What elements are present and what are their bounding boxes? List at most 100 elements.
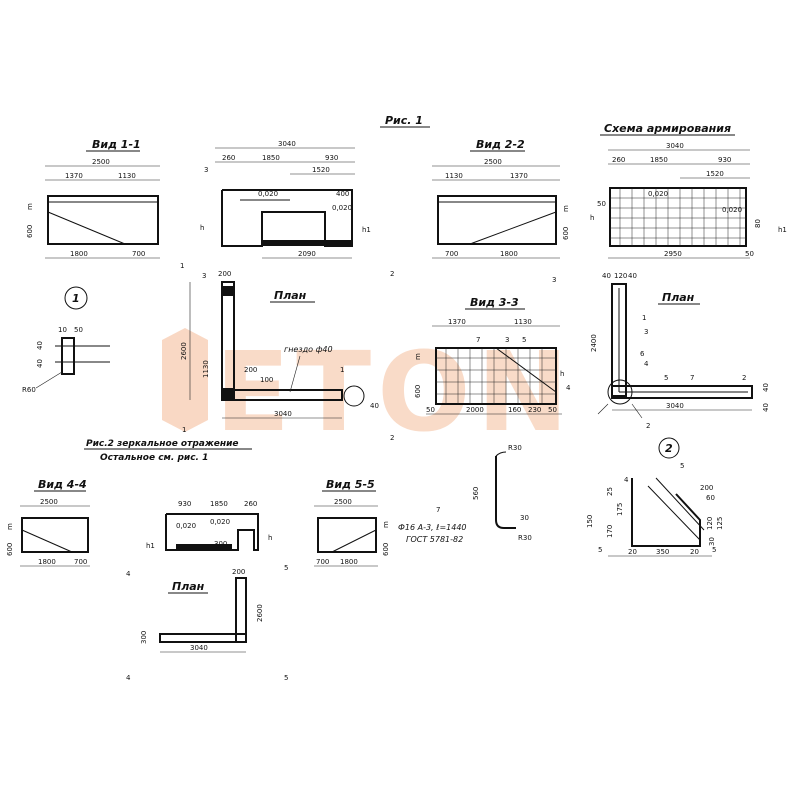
dim-200: 200: [218, 270, 231, 278]
watermark-text: ETON: [215, 328, 575, 456]
slope-2: 0,020: [332, 204, 352, 212]
mark-6: 6: [640, 350, 645, 358]
slope-1: 0,020: [258, 190, 278, 198]
mark-2b: 2: [646, 422, 650, 430]
view-4-4: Вид 4-4 2500 600 m 1800 700: [6, 478, 90, 567]
dim-m: m: [6, 523, 14, 530]
dim-40b: 40: [628, 272, 637, 280]
label-3: 3: [552, 276, 556, 284]
dim-2500: 2500: [484, 158, 502, 166]
view-2-2-title: Вид 2-2: [476, 138, 525, 151]
dim-40: 40: [370, 402, 379, 410]
dim-1800: 1800: [38, 558, 56, 566]
mark-7: 7: [690, 374, 694, 382]
dim-m: m: [26, 203, 34, 210]
dim-260: 260: [244, 500, 257, 508]
cut-5-top: 5: [284, 564, 288, 572]
view-4-4-title: Вид 4-4: [38, 478, 87, 491]
plan-1: План 200 3 2600 1130 200 100 гнездо ф40 …: [180, 262, 394, 442]
dim-40a: 40: [36, 341, 44, 350]
dim-20b: 20: [690, 548, 699, 556]
slope-1: 0,020: [176, 522, 196, 530]
dim-50: 50: [745, 250, 754, 258]
dim-3040: 3040: [190, 644, 208, 652]
dim-h1: h1: [778, 226, 787, 234]
dim-1800: 1800: [500, 250, 518, 258]
figure-2-note: Остальное см. рис. 1: [100, 453, 208, 463]
plan-arm-title: План: [662, 291, 695, 304]
note-nest: гнездо ф40: [284, 345, 333, 354]
dim-560: 560: [472, 487, 480, 500]
dim-120: 120: [614, 272, 627, 280]
dim-50: 50: [74, 326, 83, 334]
dim-50a: 50: [426, 406, 435, 414]
view-1-1-title: Вид 1-1: [92, 138, 141, 151]
figure-1-title: Рис. 1: [385, 114, 423, 127]
dim-930: 930: [718, 156, 731, 164]
mark-4: 4: [644, 360, 649, 368]
dim-300: 300: [140, 631, 148, 644]
dim-600: 600: [562, 227, 570, 240]
callout-2: 2 5 4 25 175 170 120 200 60 150 30 125 2…: [586, 437, 724, 557]
dim-40b: 40: [36, 359, 44, 368]
dim-350: 350: [656, 548, 669, 556]
dim-1370: 1370: [65, 172, 83, 180]
dim-1130: 1130: [514, 318, 532, 326]
dim-700: 700: [132, 250, 145, 258]
dim-r30-top: R30: [508, 444, 522, 452]
dim-200: 200: [700, 484, 713, 492]
mark-2: 2: [742, 374, 746, 382]
dim-h1: h1: [362, 226, 371, 234]
mark-5b: 5: [598, 546, 602, 554]
figure-2-label: Рис.2 зеркальное отражение Остальное см.…: [84, 439, 252, 463]
dim-2600: 2600: [256, 604, 264, 622]
dim-600: 600: [26, 225, 34, 238]
section-mid: 930 1850 260 0,020 0,020 300 h h1: [146, 500, 272, 551]
mark-5: 5: [664, 374, 668, 382]
dim-60: 60: [706, 494, 715, 502]
mark-5c: 5: [712, 546, 716, 554]
mark-7: 7: [436, 506, 440, 514]
dim-2000: 2000: [466, 406, 484, 414]
mark-3: 3: [644, 328, 648, 336]
dim-170: 170: [606, 525, 614, 538]
cut-2-bot: 2: [390, 434, 394, 442]
dim-2500: 2500: [334, 498, 352, 506]
mark-3: 3: [505, 336, 509, 344]
slope-2: 0,020: [722, 206, 742, 214]
cut-1-top: 1: [180, 262, 184, 270]
dim-260: 260: [612, 156, 625, 164]
view-3-3-title: Вид 3-3: [470, 296, 519, 309]
dim-1370: 1370: [448, 318, 466, 326]
slope-2: 0,020: [210, 518, 230, 526]
cut-4-top: 4: [126, 570, 131, 578]
dim-175: 175: [616, 503, 624, 516]
arm-scheme-title: Схема армирования: [604, 122, 731, 135]
view-5-5: Вид 5-5 2500 m 600 700 1800: [314, 478, 390, 567]
marker-1: 1: [340, 366, 344, 374]
dim-1130: 1130: [118, 172, 136, 180]
dim-h: h: [590, 214, 594, 222]
dim-2090: 2090: [298, 250, 316, 258]
dim-80: 80: [754, 219, 762, 228]
dim-1850: 1850: [650, 156, 668, 164]
dim-700: 700: [74, 558, 87, 566]
dim-1370: 1370: [510, 172, 528, 180]
dim-20a: 20: [628, 548, 637, 556]
dim-930: 930: [178, 500, 191, 508]
dim-3040: 3040: [278, 140, 296, 148]
label-3: 3: [204, 166, 208, 174]
mark-4: 4: [566, 384, 571, 392]
dim-40a: 40: [602, 272, 611, 280]
label-3: 3: [202, 272, 206, 280]
dim-125: 125: [716, 517, 724, 530]
dim-600: 600: [414, 385, 422, 398]
cut-4-bot: 4: [126, 674, 131, 682]
dim-40c: 40: [762, 383, 770, 392]
dim-1850: 1850: [210, 500, 228, 508]
dim-h: h: [560, 370, 564, 378]
plan-2: План 4 5 200 2600 300 3040 4 5: [126, 564, 288, 682]
dim-10: 10: [58, 326, 67, 334]
dim-1800: 1800: [340, 558, 358, 566]
